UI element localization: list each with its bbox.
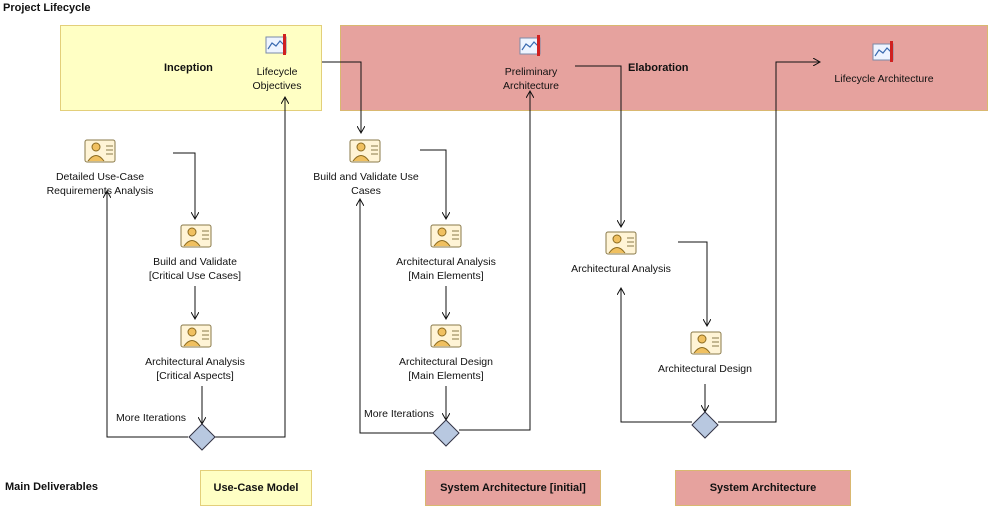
decision-diamond-3[interactable] bbox=[691, 411, 719, 439]
activity-arch-analysis-critical[interactable]: Architectural Analysis [Critical Aspects… bbox=[145, 356, 245, 382]
page-title: Project Lifecycle bbox=[3, 2, 91, 14]
connector-decision-to-preliminary bbox=[459, 91, 530, 431]
connector-iteration-loop-2 bbox=[360, 199, 433, 434]
milestone-lifecycle-architecture[interactable]: Lifecycle Architecture bbox=[834, 73, 934, 85]
role-activity-icon[interactable] bbox=[180, 224, 212, 248]
connector-preliminary-to-analysis bbox=[575, 65, 621, 227]
deliverable-system-architecture-initial[interactable]: System Architecture [initial] bbox=[425, 470, 601, 506]
role-activity-icon[interactable] bbox=[430, 224, 462, 248]
connector-decision-to-lifecycle-arch bbox=[718, 62, 820, 423]
more-iterations-label-1: More Iterations bbox=[116, 412, 187, 424]
connector-iteration-loop-3 bbox=[621, 288, 692, 423]
main-deliverables-label: Main Deliverables bbox=[5, 481, 98, 493]
milestone-chart-icon[interactable] bbox=[519, 34, 545, 58]
activity-detailed-use-case[interactable]: Detailed Use-Case Requirements Analysis bbox=[46, 171, 154, 197]
connector-iteration-loop-1 bbox=[107, 191, 188, 438]
phase-label-inception: Inception bbox=[164, 62, 213, 74]
elaboration-phase-band bbox=[340, 25, 988, 111]
milestone-chart-icon[interactable] bbox=[872, 40, 898, 64]
deliverable-use-case-model[interactable]: Use-Case Model bbox=[200, 470, 312, 506]
deliverable-system-architecture[interactable]: System Architecture bbox=[675, 470, 851, 506]
milestone-lifecycle-objectives[interactable]: Lifecycle Objectives bbox=[252, 66, 302, 92]
role-activity-icon[interactable] bbox=[180, 324, 212, 348]
role-activity-icon[interactable] bbox=[430, 324, 462, 348]
activity-arch-analysis-main[interactable]: Architectural Analysis [Main Elements] bbox=[396, 256, 496, 282]
connector-objectives-to-build-uc bbox=[322, 61, 361, 133]
connector-build-uc-to-analysis bbox=[420, 149, 446, 219]
activity-arch-analysis[interactable]: Architectural Analysis bbox=[571, 263, 671, 275]
decision-diamond-2[interactable] bbox=[432, 419, 460, 447]
activity-build-validate-use-cases[interactable]: Build and Validate Use Cases bbox=[313, 171, 419, 197]
role-activity-icon[interactable] bbox=[84, 139, 116, 163]
role-activity-icon[interactable] bbox=[605, 231, 637, 255]
milestone-chart-icon[interactable] bbox=[265, 33, 291, 57]
milestone-preliminary-architecture[interactable]: Preliminary Architecture bbox=[502, 66, 560, 92]
role-activity-icon[interactable] bbox=[690, 331, 722, 355]
role-activity-icon[interactable] bbox=[349, 139, 381, 163]
phase-label-elaboration: Elaboration bbox=[628, 62, 689, 74]
activity-arch-design-main[interactable]: Architectural Design [Main Elements] bbox=[399, 356, 493, 382]
activity-arch-design[interactable]: Architectural Design bbox=[658, 363, 752, 375]
connector-detailed-to-build bbox=[173, 152, 195, 219]
more-iterations-label-2: More Iterations bbox=[364, 408, 435, 420]
decision-diamond-1[interactable] bbox=[188, 423, 216, 451]
connector-decision-to-objectives bbox=[215, 97, 285, 438]
connector-analysis-to-design bbox=[678, 241, 707, 326]
activity-build-validate-critical[interactable]: Build and Validate [Critical Use Cases] bbox=[148, 256, 242, 282]
